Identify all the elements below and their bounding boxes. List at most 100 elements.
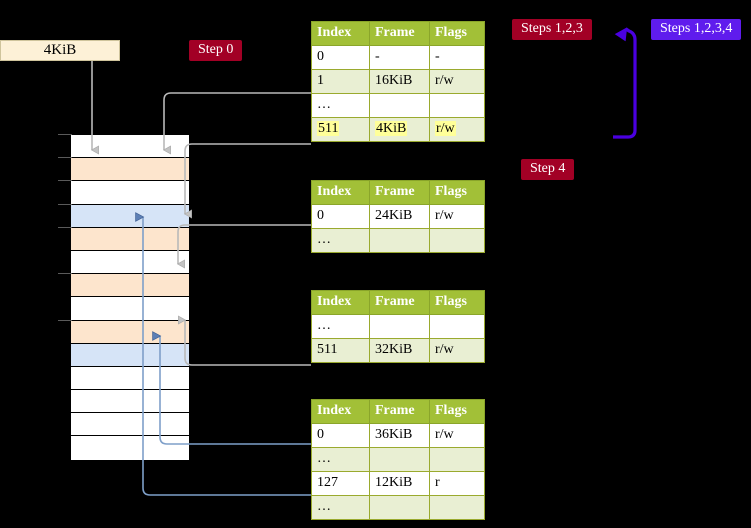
memory-frame-tick: [58, 134, 72, 135]
table-cell: [429, 93, 485, 118]
table-row: …: [311, 314, 485, 339]
table-header-index: Index: [311, 21, 370, 46]
connector-t1r511-to-mem: [183, 143, 311, 219]
cell-highlight: 511: [317, 121, 340, 136]
table-cell: 0: [311, 204, 370, 229]
table-cell: [369, 314, 430, 339]
table-cell: r/w: [429, 423, 485, 448]
badge-steps-1-2-3: Steps 1,2,3: [512, 19, 592, 40]
table-cell: …: [311, 228, 370, 253]
table-cell: 511: [311, 338, 370, 363]
table-row: 511 4KiB r/w: [311, 117, 485, 142]
table-header-flags: Flags: [429, 21, 485, 46]
memory-frame-row: [71, 181, 189, 205]
table-cell: r/w: [429, 204, 485, 229]
table-cell: …: [311, 447, 370, 472]
memory-frame-row: [71, 135, 189, 159]
memory-frame-tick: [58, 273, 72, 274]
cell-highlight: r/w: [435, 121, 456, 136]
memory-frame-row: [71, 274, 189, 298]
table-header-frame: Frame: [369, 180, 430, 205]
connector-steps-bracket: [613, 29, 637, 139]
table-cell: [429, 495, 485, 520]
table-row: …: [311, 93, 485, 118]
connector-t2r0-to-mem: [176, 224, 311, 269]
table-row: …: [311, 228, 485, 253]
memory-frame-tick: [58, 320, 72, 321]
table-header-flags: Flags: [429, 290, 485, 315]
table-cell: [369, 228, 430, 253]
table-cell: 24KiB: [369, 204, 430, 229]
table-cell: -: [369, 45, 430, 70]
table-cell: r/w: [429, 117, 485, 142]
size-box-label: 4KiB: [43, 42, 77, 58]
table-cell: r/w: [429, 69, 485, 94]
table-cell: [429, 314, 485, 339]
memory-frame-tick: [58, 204, 72, 205]
memory-frame-row: [71, 158, 189, 182]
memory-frame-row: [71, 436, 189, 460]
table-cell: 36KiB: [369, 423, 430, 448]
connector-group-violet: [613, 29, 637, 139]
table-header-frame: Frame: [369, 21, 430, 46]
memory-frame-tick: [58, 157, 72, 158]
memory-frame-row: [71, 413, 189, 437]
table-header-flags: Flags: [429, 399, 485, 424]
memory-frame-tick: [58, 180, 72, 181]
table-header-flags: Flags: [429, 180, 485, 205]
table-cell: [429, 447, 485, 472]
memory-frame-row: [71, 297, 189, 321]
memory-frame-row: [71, 390, 189, 414]
table-row: …: [311, 495, 485, 520]
table-cell: 0: [311, 45, 370, 70]
table-cell: 1: [311, 69, 370, 94]
memory-frame-row: [71, 204, 189, 228]
memory-frame-tick: [58, 227, 72, 228]
memory-frame-row: [71, 250, 189, 275]
physical-memory-column: [70, 134, 190, 460]
table-cell: 127: [311, 471, 370, 496]
table-cell: r: [429, 471, 485, 496]
table-cell: 511: [311, 117, 370, 142]
memory-frame-row: [71, 366, 189, 391]
table-header-frame: Frame: [369, 399, 430, 424]
table-row: 0--: [311, 45, 485, 70]
cell-highlight: 4KiB: [375, 121, 408, 136]
table-header-index: Index: [311, 290, 370, 315]
table-row: …: [311, 447, 485, 472]
connector-t3r511-to-mem: [178, 315, 311, 366]
table-cell: …: [311, 495, 370, 520]
badge-steps-1-2-3-4: Steps 1,2,3,4: [651, 19, 742, 40]
table-cell: r/w: [429, 338, 485, 363]
memory-frame-row: [71, 227, 189, 251]
table-cell: [369, 447, 430, 472]
table-header-index: Index: [311, 399, 370, 424]
table-cell: 4KiB: [369, 117, 430, 142]
table-cell: 16KiB: [369, 69, 430, 94]
table-cell: [369, 93, 430, 118]
table-cell: …: [311, 314, 370, 339]
size-box-4kib: 4KiB: [0, 40, 120, 61]
table-cell: 12KiB: [369, 471, 430, 496]
memory-frame-row: [71, 343, 189, 367]
table-cell: …: [311, 93, 370, 118]
badge-step-0: Step 0: [189, 40, 243, 61]
table-cell: 0: [311, 423, 370, 448]
table-header-index: Index: [311, 180, 370, 205]
table-header-frame: Frame: [369, 290, 430, 315]
table-cell: -: [429, 45, 485, 70]
memory-frame-row: [71, 320, 189, 344]
badge-step-4: Step 4: [521, 159, 575, 180]
table-cell: 32KiB: [369, 338, 430, 363]
table-cell: [369, 495, 430, 520]
